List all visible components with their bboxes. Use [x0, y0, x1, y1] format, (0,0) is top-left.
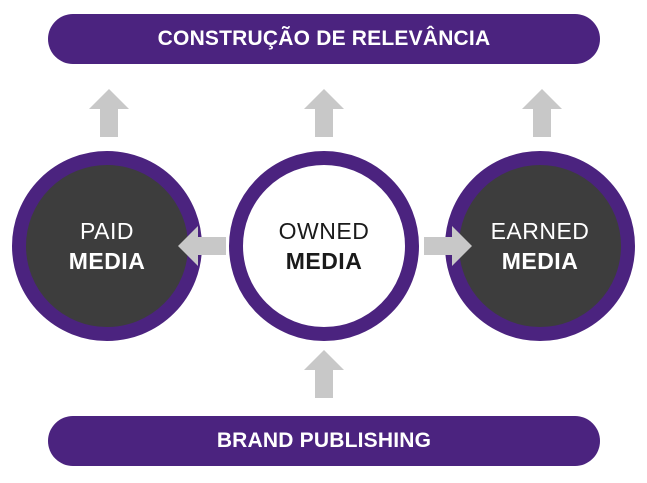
owned-media-label: MEDIA — [285, 248, 363, 274]
earned-media-label: MEDIA — [501, 248, 579, 274]
construcao-de-relevancia-banner: CONSTRUÇÃO DE RELEVÂNCIA — [48, 14, 600, 64]
earned-label: EARNED — [490, 218, 590, 244]
up-arrow-icon — [522, 89, 562, 137]
earned-media-circle: EARNED MEDIA — [445, 151, 635, 341]
up-arrow-icon — [304, 350, 344, 398]
paid-label: PAID — [80, 218, 134, 244]
up-arrow-icon — [304, 89, 344, 137]
left-arrow-icon — [178, 226, 226, 266]
up-arrow-icon — [89, 89, 129, 137]
brand-publishing-banner: BRAND PUBLISHING — [48, 416, 600, 466]
banner-label: BRAND PUBLISHING — [216, 429, 432, 452]
banner-label: CONSTRUÇÃO DE RELEVÂNCIA — [157, 27, 491, 50]
paid-media-circle: PAID MEDIA — [12, 151, 202, 341]
owned-label: OWNED — [278, 218, 370, 244]
paid-media-label: MEDIA — [68, 248, 146, 274]
owned-media-circle: OWNED MEDIA — [229, 151, 419, 341]
right-arrow-icon — [424, 226, 472, 266]
